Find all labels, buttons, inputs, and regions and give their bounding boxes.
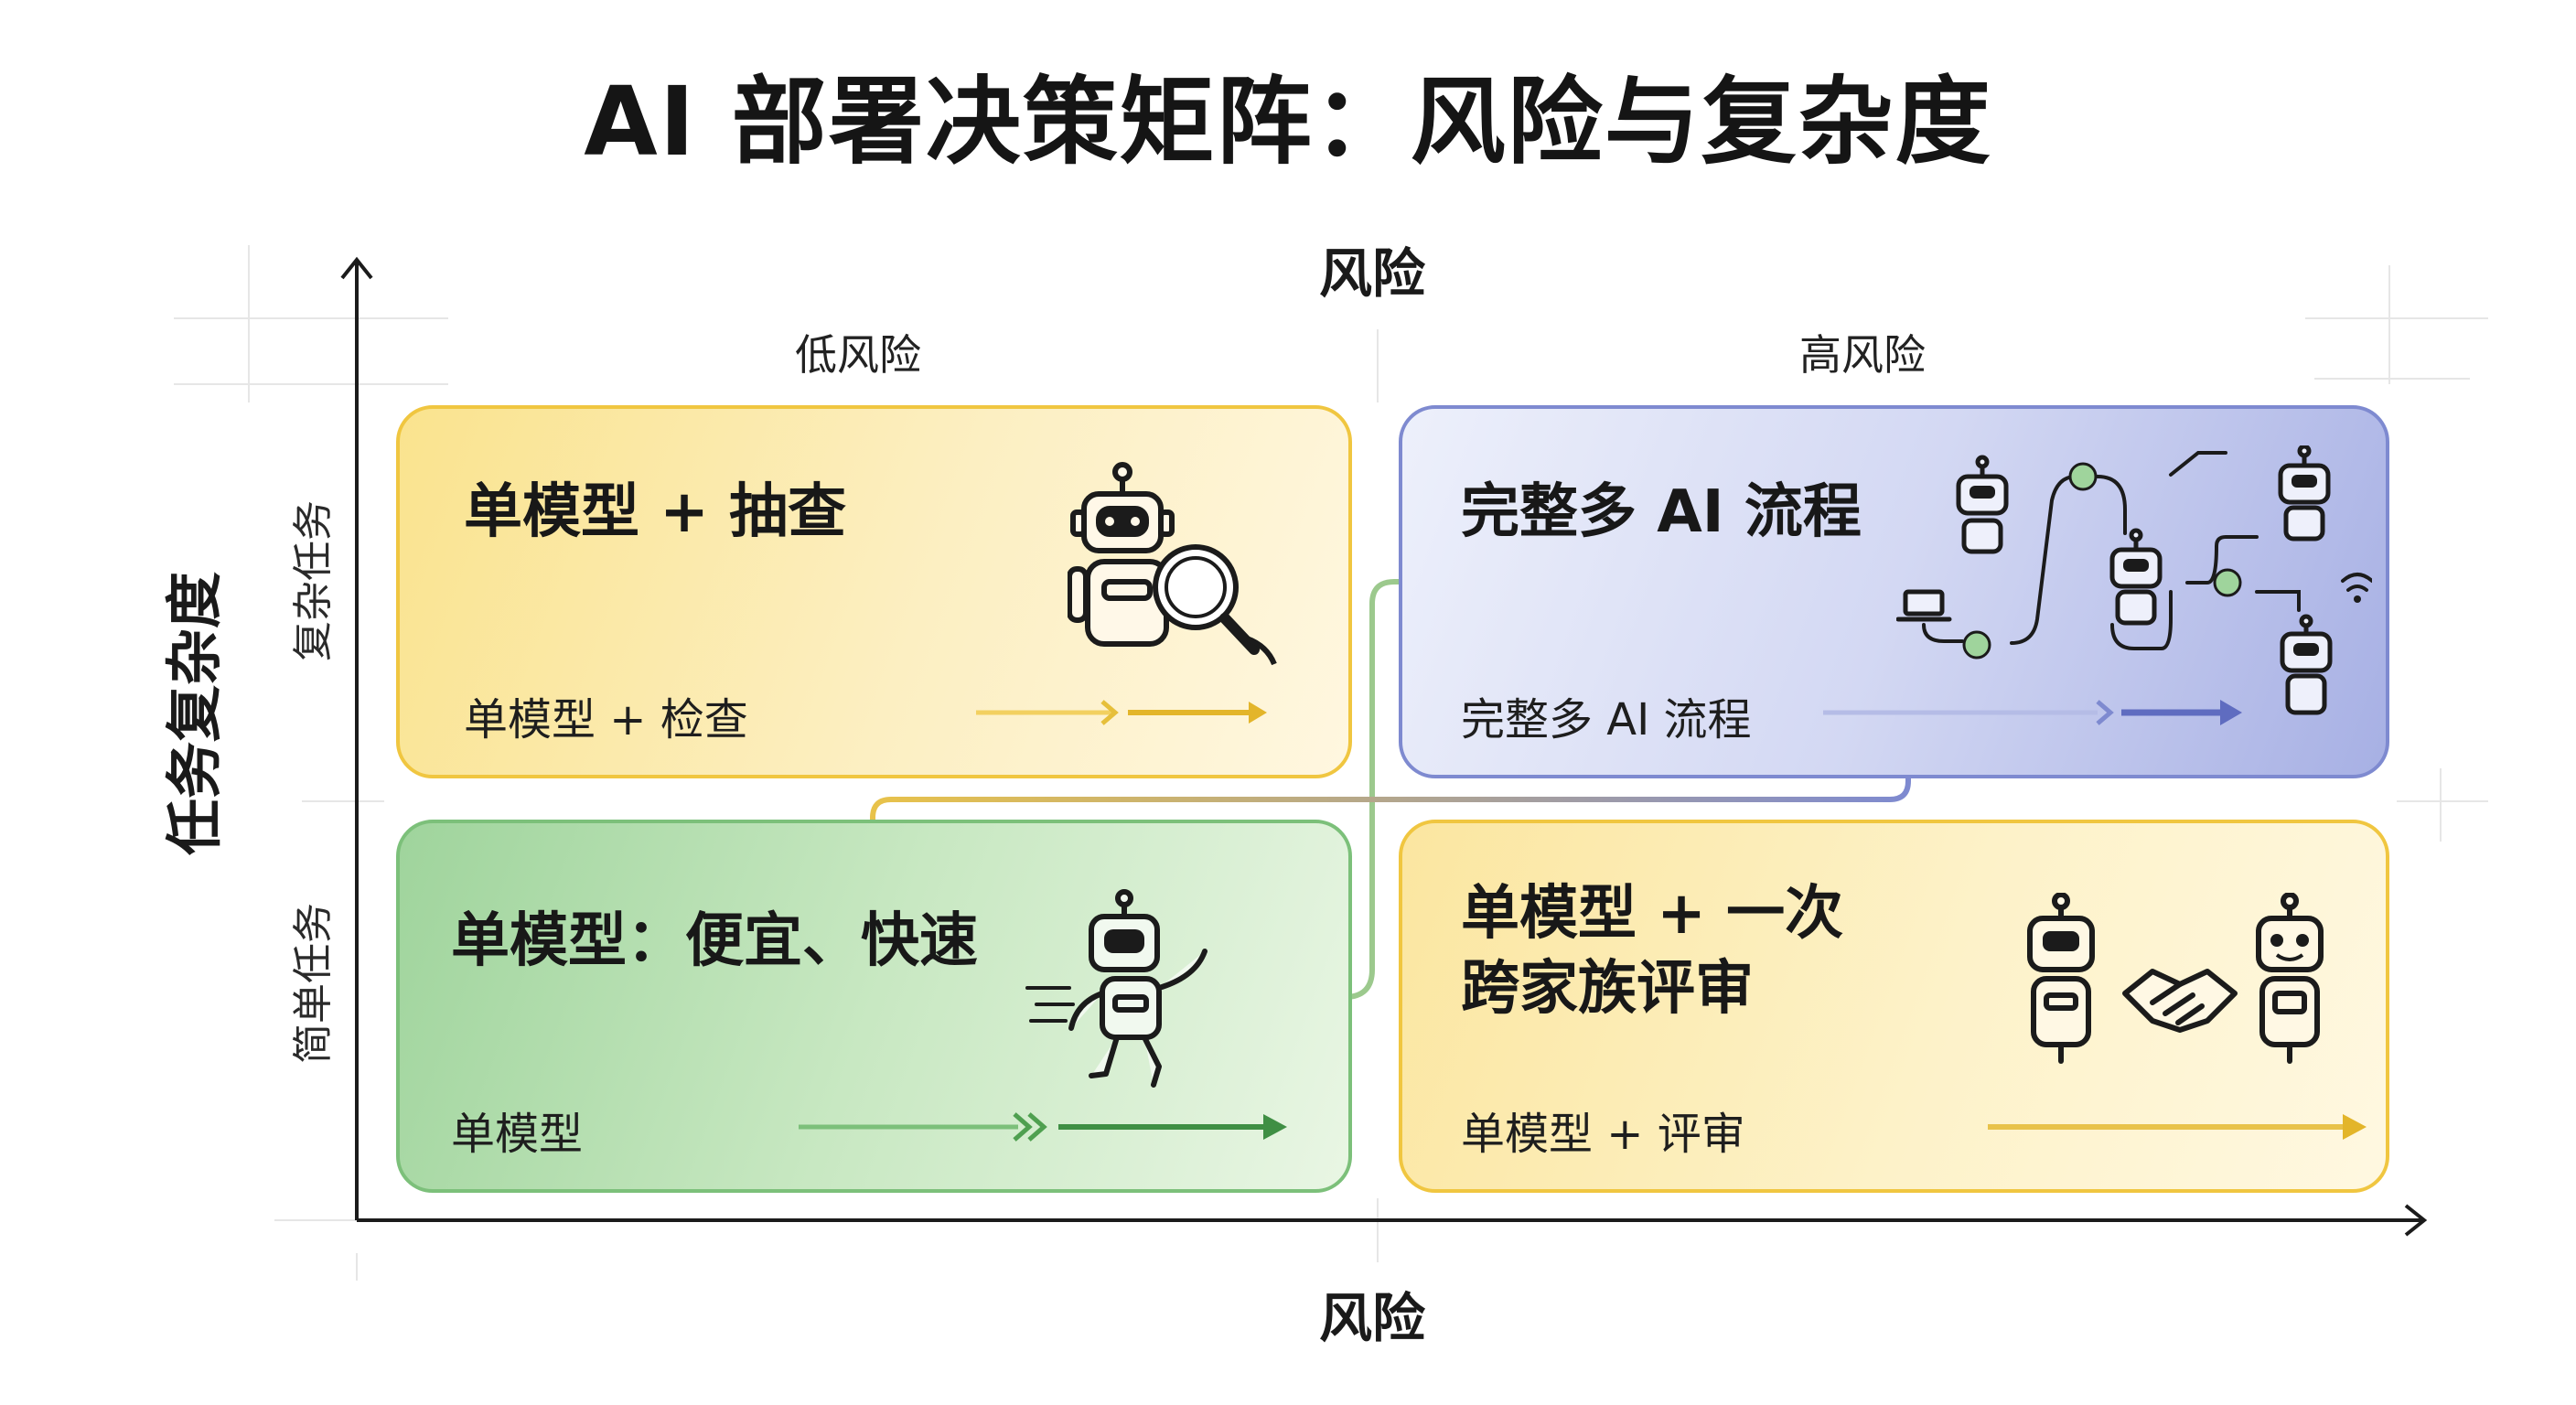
flow-arrow [799, 1112, 1287, 1142]
connector-up [1304, 579, 1418, 1000]
column-label-high-risk: 高风险 [1799, 330, 1926, 380]
quadrant-title: 完整多 AI 流程 [1461, 478, 1862, 546]
quadrant-top-right: 完整多 AI 流程 完整多 AI 流程 [1399, 405, 2389, 778]
flow-arrow [1823, 700, 2242, 725]
quadrant-bottom-left: 单模型：便宜、快速 单模型 [396, 820, 1352, 1193]
running-robot-icon [1025, 889, 1208, 1088]
multi-robot-pipeline-icon [1896, 445, 2372, 715]
quadrant-subtitle: 完整多 AI 流程 [1461, 694, 1752, 745]
quadrant-top-left: 单模型 + 抽查 单模型 + 检查 [396, 405, 1352, 778]
robot-magnifier-icon [1068, 462, 1277, 666]
y-axis-title-text: 任务复杂度 [161, 571, 228, 856]
x-axis-label-bottom: 风险 [1318, 1287, 1425, 1349]
column-label-low-risk: 低风险 [795, 330, 921, 380]
row-label-complex-text: 复杂任务 [290, 500, 337, 661]
quadrant-bottom-right: 单模型 + 一次 跨家族评审 单模型 + 评审 [1399, 820, 2389, 1193]
quadrant-subtitle: 单模型 + 检查 [464, 694, 748, 745]
row-label-simple-text: 简单任务 [290, 903, 337, 1064]
page-title: AI 部署决策矩阵：风险与复杂度 [584, 66, 1992, 177]
x-axis-label-top: 风险 [1318, 242, 1425, 305]
quadrant-subtitle: 单模型 [451, 1109, 584, 1160]
robot-handshake-icon [2027, 893, 2324, 1064]
x-axis-arrow [2404, 1204, 2428, 1237]
flow-arrow [976, 700, 1267, 725]
quadrant-title-line1: 单模型 + 一次 [1461, 880, 1844, 948]
flow-arrow [1988, 1114, 2367, 1140]
quadrant-subtitle: 单模型 + 评审 [1461, 1109, 1745, 1160]
quadrant-title: 单模型 + 抽查 [464, 478, 847, 546]
quadrant-title: 单模型：便宜、快速 [451, 907, 978, 975]
quadrant-title-line2: 跨家族评审 [1461, 955, 1754, 1023]
y-axis-arrow [340, 256, 373, 280]
connector-down [870, 756, 1911, 834]
